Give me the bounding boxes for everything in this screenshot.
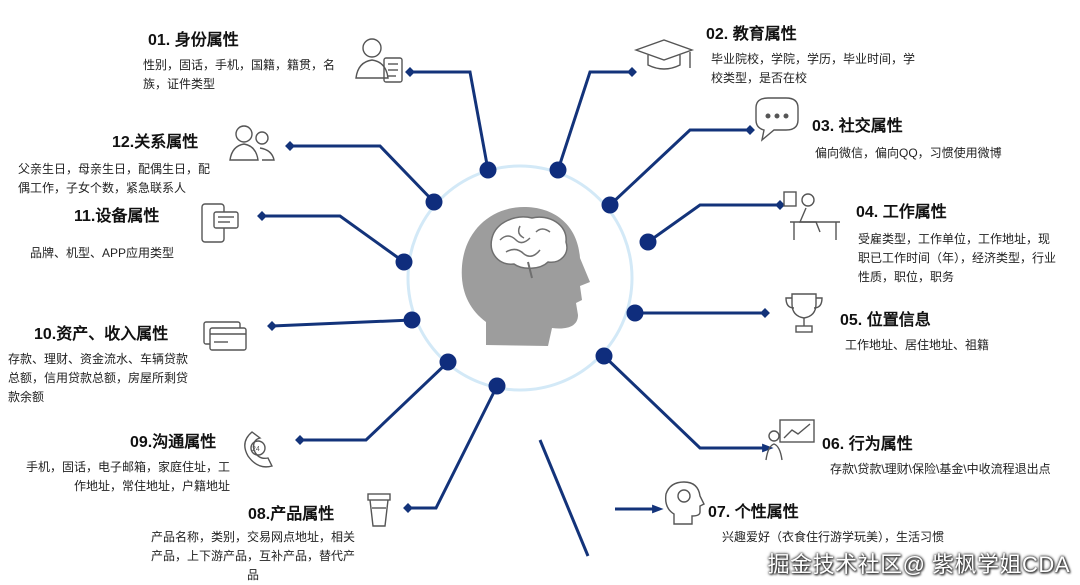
connector-line (556, 70, 632, 171)
connector-line (538, 439, 590, 557)
category-desc-09: 手机，固话，电子邮箱，家庭住址，工作地址，常住地址，户籍地址 (25, 460, 230, 493)
category-title-05: 05. 位置信息 (840, 312, 931, 329)
connector-line (271, 318, 413, 328)
people-group-icon (229, 125, 275, 161)
connector-end-diamond (295, 435, 305, 445)
connector-line (602, 354, 770, 450)
head-with-brain-icon (461, 206, 590, 346)
ring-node-dot (488, 377, 506, 395)
ring-node-dot (601, 196, 619, 214)
category-title-11: 11.设备属性 (74, 208, 160, 225)
ring-node-dot (439, 353, 457, 371)
connector-end-diamond (257, 211, 267, 221)
ring-node-dot (479, 161, 497, 179)
trophy-icon (785, 293, 823, 333)
connector-line (262, 214, 405, 264)
connector-line (608, 128, 750, 207)
chat-bubble-icon (755, 97, 799, 142)
connector-end-diamond (627, 67, 637, 77)
category-title-03: 03. 社交属性 (812, 118, 903, 135)
connector-end-arrow (652, 504, 664, 514)
ring-node-dot (425, 193, 443, 211)
category-desc-12: 父亲生日，母亲生日，配偶生日，配偶工作，子女个数，紧急联系人 (18, 162, 211, 195)
connector-line (647, 203, 780, 244)
category-title-12: 12.关系属性 (112, 134, 199, 151)
category-desc-02: 毕业院校，学院，学历，毕业时间，学校类型，是否在校 (711, 52, 916, 85)
connector-line (408, 385, 499, 510)
connector-end-diamond (285, 141, 295, 151)
ring-node-dot (639, 233, 657, 251)
coffee-cup-icon (367, 493, 391, 527)
category-title-02: 02. 教育属性 (706, 26, 797, 43)
category-desc-08: 产品名称，类别，交易网点地址，相关产品，上下游产品，互补产品，替代产品 (150, 530, 355, 582)
ring-node-dot (403, 311, 421, 329)
head-profile-icon (664, 481, 705, 525)
connector-line (300, 360, 450, 442)
ring-node-dot (626, 304, 644, 322)
category-title-01: 01. 身份属性 (148, 32, 239, 49)
ring-node-dot (549, 161, 567, 179)
category-desc-01: 性别，固话，手机，国籍，籍贯，名族，证件类型 (143, 58, 336, 91)
category-title-08: 08.产品属性 (248, 506, 335, 523)
category-desc-11: 品牌、机型、APP应用类型 (29, 246, 174, 260)
bank-card-icon (203, 321, 247, 351)
connector-end-diamond (405, 67, 415, 77)
category-title-06: 06. 行为属性 (822, 436, 913, 453)
person-at-desk-icon (783, 191, 840, 240)
category-desc-10: 存款、理财、资金流水、车辆贷款总额，信用贷款总额，房屋所剩贷款余额 (8, 352, 189, 404)
ring-node-dot (595, 347, 613, 365)
mobile-phone-icon (201, 203, 239, 243)
connector-line (410, 70, 490, 171)
connector-end-diamond (760, 308, 770, 318)
svg-text:24: 24 (252, 446, 260, 453)
watermark: 掘金技术社区@ 紫枫学姐CDA (767, 552, 1070, 577)
connector-end-arrow (762, 443, 774, 453)
ring-node-dot (395, 253, 413, 271)
connector-end-diamond (745, 125, 755, 135)
category-desc-05: 工作地址、居住地址、祖籍 (845, 338, 990, 352)
connector-line (290, 144, 436, 204)
category-desc-06: 存款\贷款\理财\保险\基金\中收流程退出点 (830, 462, 1051, 476)
category-title-07: 07. 个性属性 (708, 504, 799, 521)
connector-end-diamond (267, 321, 277, 331)
connector-end-diamond (403, 503, 413, 513)
category-title-10: 10.资产、收入属性 (34, 326, 169, 343)
connector-end-diamond (775, 200, 785, 210)
graduation-cap-icon (633, 39, 695, 70)
category-desc-03: 偏向微信，偏向QQ，习惯使用微博 (815, 146, 1002, 160)
phone-24-icon: 24 (244, 431, 274, 468)
category-desc-07: 兴趣爱好（衣食住行游学玩美），生活习惯 (722, 530, 945, 544)
category-desc-04: 受雇类型，工作单位，工作地址，现职已工作时间（年），经济类型，行业性质，职位，职… (858, 232, 1057, 284)
center-ring (406, 164, 634, 392)
category-title-04: 04. 工作属性 (856, 204, 947, 221)
category-title-09: 09.沟通属性 (130, 434, 217, 451)
id-card-person-icon (355, 38, 403, 83)
presentation-chart-icon (765, 419, 815, 461)
